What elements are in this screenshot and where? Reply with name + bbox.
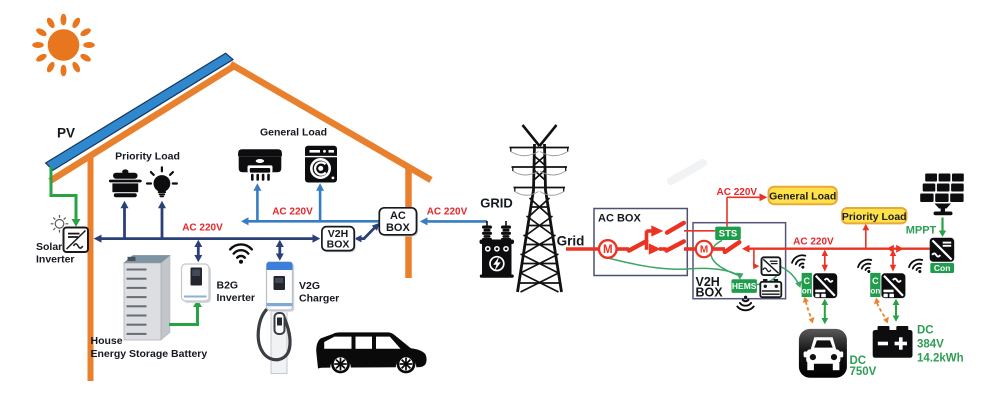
svg-text:384V: 384V <box>917 339 944 351</box>
svg-text:on: on <box>871 287 881 296</box>
svg-text:AC 220V: AC 220V <box>427 207 468 218</box>
svg-text:Solar: Solar <box>36 241 62 253</box>
svg-text:General Load: General Load <box>260 127 327 139</box>
svg-text:AC BOX: AC BOX <box>598 213 641 225</box>
svg-text:Priority Load: Priority Load <box>115 151 180 163</box>
svg-text:Inverter: Inverter <box>217 292 256 304</box>
svg-text:PV: PV <box>57 126 75 141</box>
svg-text:Con: Con <box>934 263 951 273</box>
svg-text:V2H: V2H <box>328 228 348 240</box>
svg-text:Charger: Charger <box>299 293 339 305</box>
svg-text:BOX: BOX <box>327 239 350 251</box>
svg-text:Priority Load: Priority Load <box>842 211 907 223</box>
svg-text:STS: STS <box>719 229 737 240</box>
svg-text:AC 220V: AC 220V <box>182 223 223 234</box>
svg-text:750V: 750V <box>850 366 877 378</box>
svg-text:BOX: BOX <box>386 222 411 234</box>
svg-text:M: M <box>603 244 613 256</box>
svg-text:AC: AC <box>390 210 406 222</box>
svg-text:on: on <box>802 287 812 296</box>
svg-text:V2H: V2H <box>696 275 720 289</box>
svg-text:AC 220V: AC 220V <box>717 187 758 198</box>
svg-text:House: House <box>91 335 123 347</box>
svg-text:C: C <box>804 276 811 286</box>
svg-text:MPPT: MPPT <box>906 225 937 237</box>
svg-text:M: M <box>700 245 708 256</box>
svg-text:C: C <box>872 276 879 286</box>
svg-text:Energy Storage Battery: Energy Storage Battery <box>91 348 208 360</box>
svg-text:DC: DC <box>917 325 934 337</box>
svg-text:14.2kWh: 14.2kWh <box>917 353 964 365</box>
svg-text:DC: DC <box>850 355 867 367</box>
svg-text:HEMS: HEMS <box>732 281 757 291</box>
svg-text:AC 220V: AC 220V <box>272 207 313 218</box>
svg-text:Grid: Grid <box>557 234 585 249</box>
svg-text:Inverter: Inverter <box>36 254 75 266</box>
svg-text:GRID: GRID <box>480 196 513 211</box>
svg-text:BOX: BOX <box>696 285 724 299</box>
svg-text:General Load: General Load <box>769 191 836 203</box>
svg-text:V2G: V2G <box>299 280 320 292</box>
svg-text:B2G: B2G <box>217 280 239 292</box>
svg-text:AC 220V: AC 220V <box>793 237 834 248</box>
